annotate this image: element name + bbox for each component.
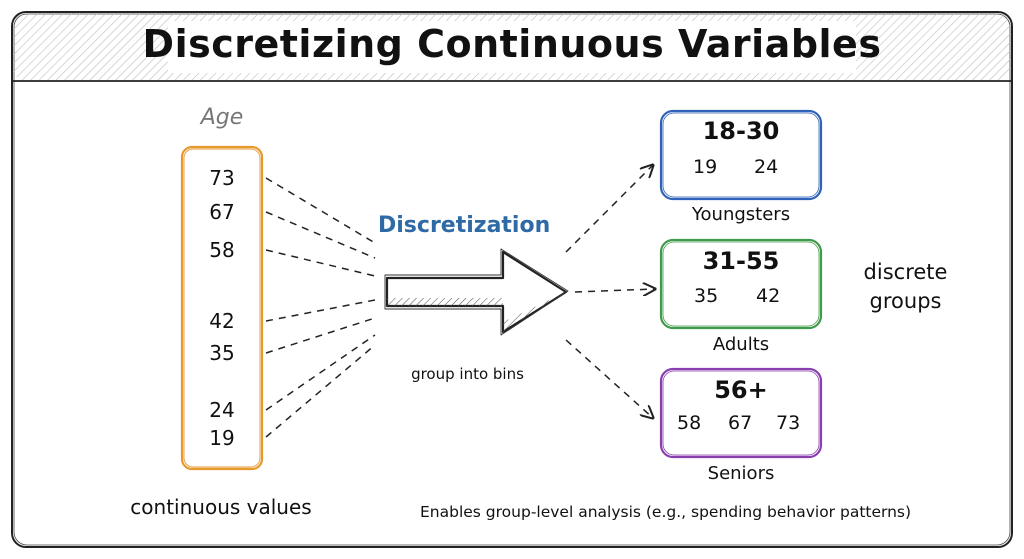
bin-range-seniors: 56+: [714, 376, 768, 404]
page-title: Discretizing Continuous Variables: [142, 22, 882, 66]
bin-value: 35: [694, 285, 719, 307]
bin-name-youngsters: Youngsters: [691, 204, 791, 225]
discretization-arrow: [384, 248, 569, 336]
bin-name-seniors: Seniors: [707, 463, 775, 484]
group-into-bins-label: group into bins: [411, 365, 524, 383]
discretization-label: Discretization: [378, 213, 551, 238]
title-box: [168, 21, 856, 73]
bin-box-youngsters: [659, 109, 823, 201]
outer-frame: [11, 11, 1013, 548]
bin-name-adults: Adults: [712, 334, 770, 355]
bin-range-youngsters: 18-30: [702, 117, 780, 145]
age-column-label: Age: [200, 105, 244, 130]
bin-value: 19: [693, 156, 718, 178]
bin-box-seniors: [659, 367, 823, 459]
output-dashed-arrows: [565, 165, 655, 418]
bin-value: 42: [756, 285, 781, 307]
bin-value: 58: [677, 412, 702, 434]
input-dashed-lines: [265, 177, 376, 438]
bin-value: 67: [728, 412, 753, 434]
age-value: 35: [209, 341, 235, 365]
group-analysis-note: Enables group-level analysis (e.g., spen…: [420, 503, 912, 521]
bin-value: 24: [754, 156, 779, 178]
age-value: 67: [209, 200, 235, 224]
discrete-groups-label-line1: discrete: [863, 260, 948, 284]
age-value: 58: [209, 238, 235, 262]
age-value: 42: [209, 309, 235, 333]
bin-box-adults: [659, 238, 823, 330]
age-value: 24: [209, 398, 235, 422]
age-value: 73: [209, 166, 235, 190]
age-value: 19: [209, 426, 235, 450]
discrete-groups-label-line2: groups: [869, 289, 942, 313]
continuous-values-label: continuous values: [130, 495, 312, 519]
age-column-box: [180, 145, 264, 471]
bin-value: 73: [776, 412, 801, 434]
bin-range-adults: 31-55: [702, 247, 780, 275]
